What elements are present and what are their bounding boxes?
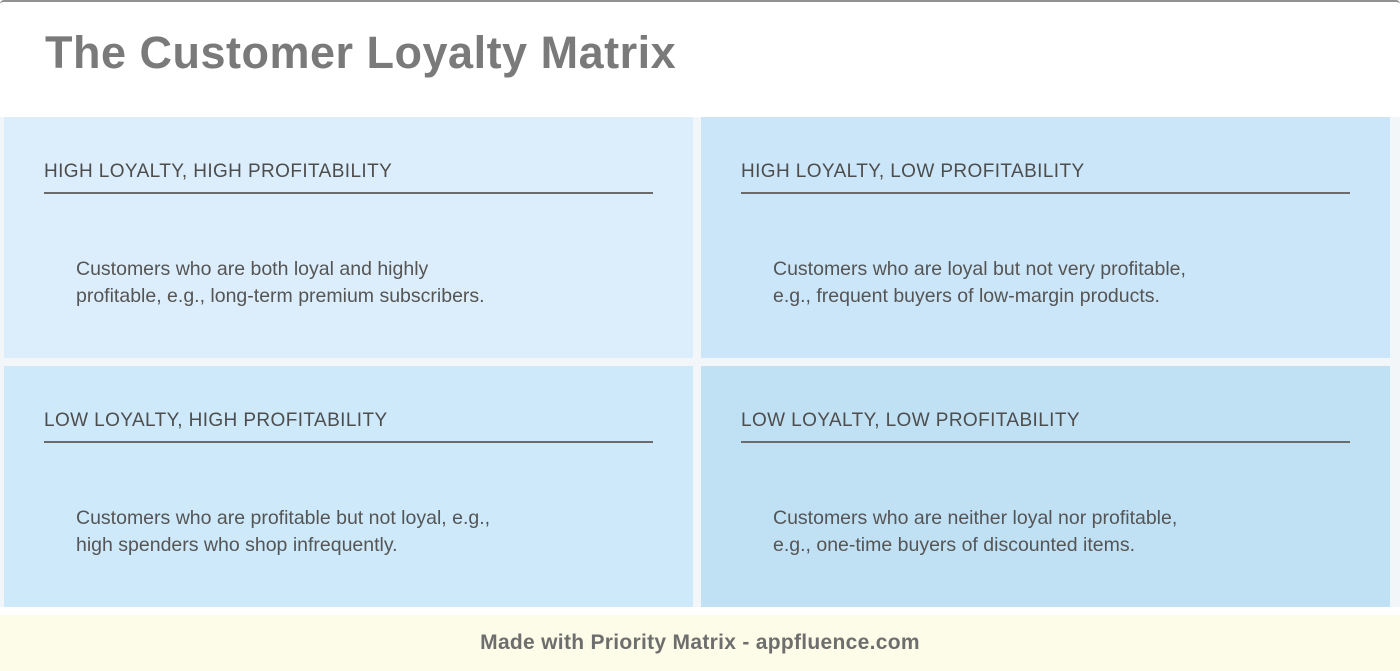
- quadrant-matrix: HIGH LOYALTY, HIGH PROFITABILITY Custome…: [0, 117, 1400, 607]
- quadrant-description: Customers who are both loyal and highly …: [76, 258, 485, 307]
- footer-credit: Made with Priority Matrix - appfluence.c…: [480, 631, 920, 654]
- page-title: The Customer Loyalty Matrix: [45, 27, 677, 78]
- quadrant-high-loyalty-low-profitability: HIGH LOYALTY, LOW PROFITABILITY Customer…: [701, 117, 1390, 358]
- header: The Customer Loyalty Matrix: [0, 2, 1400, 117]
- quadrant-heading: HIGH LOYALTY, LOW PROFITABILITY: [741, 161, 1350, 194]
- quadrant-description: Customers who are profitable but not loy…: [76, 507, 491, 556]
- quadrant-heading: HIGH LOYALTY, HIGH PROFITABILITY: [44, 161, 653, 194]
- quadrant-low-loyalty-low-profitability: LOW LOYALTY, LOW PROFITABILITY Customers…: [701, 366, 1390, 607]
- quadrant-heading: LOW LOYALTY, HIGH PROFITABILITY: [44, 410, 653, 443]
- quadrant-description: Customers who are loyal but not very pro…: [773, 258, 1186, 307]
- quadrant-description: Customers who are neither loyal nor prof…: [773, 507, 1178, 556]
- matrix-footer-divider: [0, 607, 1400, 615]
- footer-bar: Made with Priority Matrix - appfluence.c…: [0, 615, 1400, 671]
- quadrant-low-loyalty-high-profitability: LOW LOYALTY, HIGH PROFITABILITY Customer…: [4, 366, 693, 607]
- quadrant-heading: LOW LOYALTY, LOW PROFITABILITY: [741, 410, 1350, 443]
- quadrant-high-loyalty-high-profitability: HIGH LOYALTY, HIGH PROFITABILITY Custome…: [4, 117, 693, 358]
